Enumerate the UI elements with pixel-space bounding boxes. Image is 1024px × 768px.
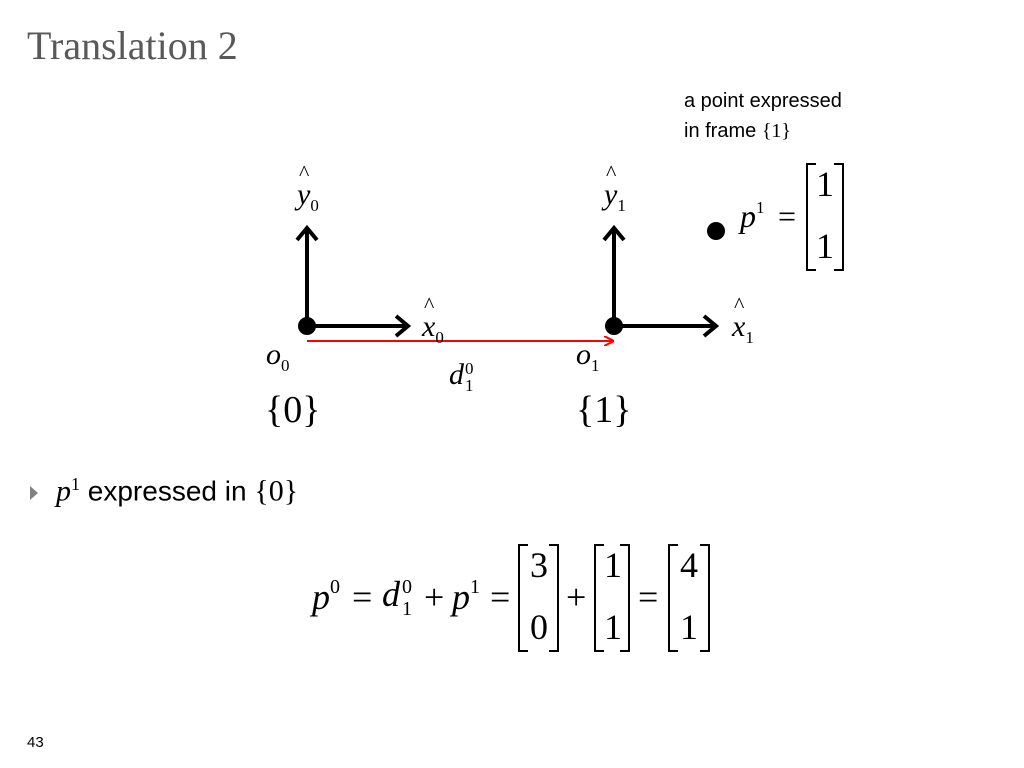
vec-b-top: 1: [604, 545, 622, 585]
point-note-frame: {1}: [761, 120, 792, 142]
o0-label: o0: [266, 338, 290, 375]
frame0-origin-dot: [298, 317, 316, 335]
o1-label: o1: [576, 338, 600, 375]
equation-lhs: p0: [312, 576, 340, 617]
vec-c: 4 1: [674, 544, 704, 648]
point-vector-right-bracket: [834, 163, 844, 271]
vec-b: 1 1: [600, 544, 626, 648]
vec-b-left-bracket: [594, 544, 604, 652]
frame1-y-arrowhead: [602, 224, 626, 242]
vec-c-top: 4: [680, 545, 698, 585]
frame1-origin-dot: [605, 317, 623, 335]
slide-title: Translation 2: [27, 23, 238, 68]
point-dot: [707, 222, 725, 240]
equation-eq1: =: [352, 577, 373, 617]
point-vector: 1 1: [812, 163, 838, 267]
y1-label: y1: [604, 160, 626, 216]
point-note-line1: a point expressed: [684, 90, 842, 112]
frame1-x-arrowhead: [702, 314, 720, 338]
bullet-arrow-icon: [30, 486, 38, 500]
x0-label: x0: [422, 292, 444, 348]
equation-plus2: +: [566, 577, 587, 617]
point-note-line2: in frame {1}: [684, 116, 842, 146]
frame1-axes: [602, 224, 720, 338]
vec-b-right-bracket: [620, 544, 630, 652]
x1-label: x1: [732, 292, 754, 348]
bullet-frame: {0}: [254, 474, 299, 508]
vec-a: 3 0: [524, 544, 554, 648]
point-vector-y: 1: [816, 226, 834, 266]
frame0-label: {0}: [265, 389, 321, 431]
point-p-label: p1: [740, 198, 765, 234]
point-vector-x: 1: [816, 164, 834, 204]
equation-plus1: +: [424, 577, 445, 617]
frame0-y-arrowhead: [295, 224, 319, 242]
vec-c-left-bracket: [668, 544, 678, 652]
point-vector-left-bracket: [806, 163, 816, 271]
point-note-line2-prefix: in frame: [684, 120, 757, 142]
equation-eq3: =: [638, 577, 659, 617]
page-number: 43: [27, 734, 44, 751]
bullet-text: expressed in: [87, 475, 247, 507]
bullet-symbol: p: [56, 474, 71, 508]
frame0-axes: [295, 224, 412, 338]
vec-b-bottom: 1: [604, 607, 622, 647]
frame1-label: {1}: [576, 389, 632, 431]
point-note: a point expressed in frame {1}: [684, 86, 842, 146]
vec-c-bottom: 1: [680, 607, 698, 647]
vec-a-top: 3: [530, 545, 548, 585]
equation-p: p1: [452, 576, 480, 617]
point-equals: =: [778, 198, 797, 234]
bullet-sup: 1: [71, 474, 80, 494]
frame0-x-arrowhead: [394, 314, 412, 338]
vec-a-right-bracket: [549, 544, 559, 652]
vec-c-right-bracket: [700, 544, 710, 652]
vec-a-bottom: 0: [530, 607, 548, 647]
vec-a-left-bracket: [518, 544, 528, 652]
y0-label: y0: [297, 160, 319, 216]
bullet-item: p1 expressed in {0}: [56, 474, 298, 508]
equation-eq2: =: [490, 577, 511, 617]
